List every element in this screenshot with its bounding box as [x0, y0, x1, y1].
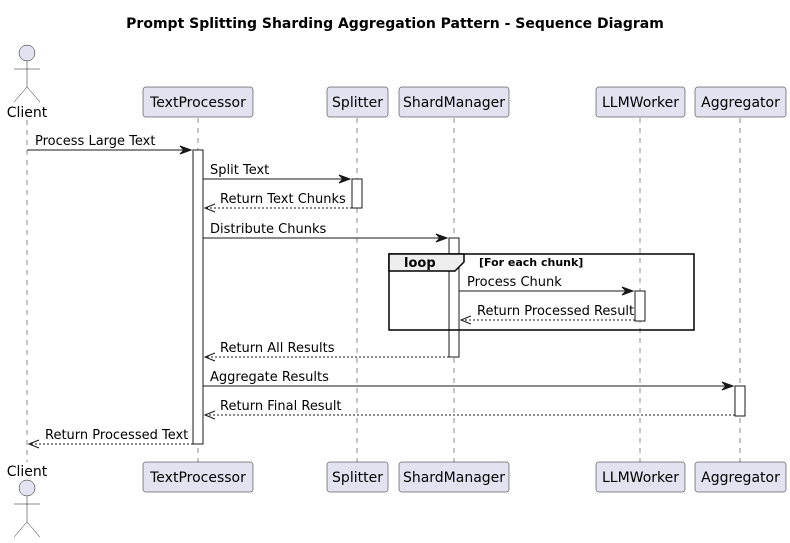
participant-label: Splitter — [332, 470, 383, 486]
actor-leg-left — [13, 86, 28, 103]
actor-leg-left — [13, 521, 28, 538]
participant-label: Aggregator — [701, 95, 780, 111]
actor-label-client-bottom: Client — [7, 464, 48, 480]
messages: Process Large Text Split Text Return Tex… — [27, 134, 735, 449]
activation-splitter — [351, 178, 363, 209]
message-return-processed-result: Return Processed Result — [459, 304, 635, 325]
message-label: Return All Results — [220, 341, 335, 356]
message-label: Return Processed Text — [45, 428, 188, 443]
actor-label-client-top: Client — [7, 105, 48, 121]
participant-label: Splitter — [332, 95, 383, 111]
loop-frame — [388, 253, 695, 331]
participant-aggregator-top: Aggregator — [694, 86, 787, 118]
activations — [192, 149, 746, 445]
activation-llmworker — [634, 290, 646, 322]
loop-keyword: loop — [404, 256, 436, 271]
actor-leg-right — [26, 521, 41, 538]
message-return-text-chunks: Return Text Chunks — [203, 192, 352, 213]
actor-client-bottom: Client — [7, 464, 48, 538]
message-label: Return Final Result — [220, 399, 342, 414]
message-label: Aggregate Results — [210, 370, 329, 385]
arrowhead — [179, 145, 193, 155]
actor-head — [18, 479, 36, 497]
participant-label: ShardManager — [403, 95, 505, 111]
activation-aggregator — [734, 385, 746, 417]
participant-label: TextProcessor — [149, 470, 246, 486]
participant-box — [694, 461, 787, 493]
participant-label: ShardManager — [403, 470, 505, 486]
arrowhead — [203, 352, 216, 362]
participant-box — [398, 461, 510, 493]
arrowhead — [459, 315, 472, 325]
message-label: Process Chunk — [467, 275, 562, 290]
loop-condition: [For each chunk] — [479, 256, 583, 269]
diagram-title: Prompt Splitting Sharding Aggregation Pa… — [126, 16, 664, 32]
participant-box — [595, 461, 686, 493]
participant-textprocessor-top: TextProcessor — [142, 86, 254, 118]
participant-box — [595, 86, 686, 118]
participant-textprocessor-bottom: TextProcessor — [142, 461, 254, 493]
lifelines — [26, 118, 741, 462]
arrowhead — [203, 203, 216, 213]
participant-box — [142, 86, 254, 118]
activation-textprocessor — [192, 149, 204, 445]
arrowhead — [27, 439, 40, 449]
message-process-large-text: Process Large Text — [27, 134, 193, 155]
participant-box — [326, 86, 389, 118]
message-label: Distribute Chunks — [210, 222, 326, 237]
message-return-processed-text: Return Processed Text — [27, 428, 193, 449]
message-process-chunk: Process Chunk — [459, 275, 635, 296]
participant-llmworker-top: LLMWorker — [595, 86, 686, 118]
arrowhead — [621, 286, 635, 296]
activation-shardmanager — [448, 237, 460, 358]
participant-box — [142, 461, 254, 493]
message-return-all-results: Return All Results — [203, 341, 449, 362]
participant-label: TextProcessor — [149, 95, 246, 111]
message-label: Return Processed Result — [477, 304, 634, 319]
participant-label: LLMWorker — [602, 95, 679, 111]
participants-top: Client TextProcessor Splitter ShardManag… — [7, 44, 787, 121]
arrowhead — [203, 410, 216, 420]
message-split-text: Split Text — [203, 163, 352, 184]
message-label: Return Text Chunks — [220, 192, 346, 207]
loop-tab — [388, 253, 465, 272]
participant-llmworker-bottom: LLMWorker — [595, 461, 686, 493]
participant-label: Aggregator — [701, 470, 780, 486]
message-label: Process Large Text — [35, 134, 155, 149]
message-distribute-chunks: Distribute Chunks — [203, 222, 449, 243]
participant-label: LLMWorker — [602, 470, 679, 486]
participant-aggregator-bottom: Aggregator — [694, 461, 787, 493]
participant-splitter-bottom: Splitter — [326, 461, 389, 493]
arrowhead — [338, 174, 352, 184]
arrowhead — [721, 381, 735, 391]
participants-bottom: Client TextProcessor Splitter ShardManag… — [7, 461, 787, 538]
participant-shardmanager-top: ShardManager — [398, 86, 510, 118]
message-return-final-result: Return Final Result — [203, 399, 735, 420]
arrowhead — [435, 233, 449, 243]
actor-head — [18, 44, 36, 62]
actor-client-top: Client — [7, 44, 48, 121]
participant-splitter-top: Splitter — [326, 86, 389, 118]
message-aggregate-results: Aggregate Results — [203, 370, 735, 391]
message-label: Split Text — [210, 163, 269, 178]
participant-box — [694, 86, 787, 118]
participant-box — [398, 86, 510, 118]
actor-leg-right — [26, 86, 41, 103]
participant-shardmanager-bottom: ShardManager — [398, 461, 510, 493]
participant-box — [326, 461, 389, 493]
loop-fragment: loop [For each chunk] — [388, 253, 695, 331]
